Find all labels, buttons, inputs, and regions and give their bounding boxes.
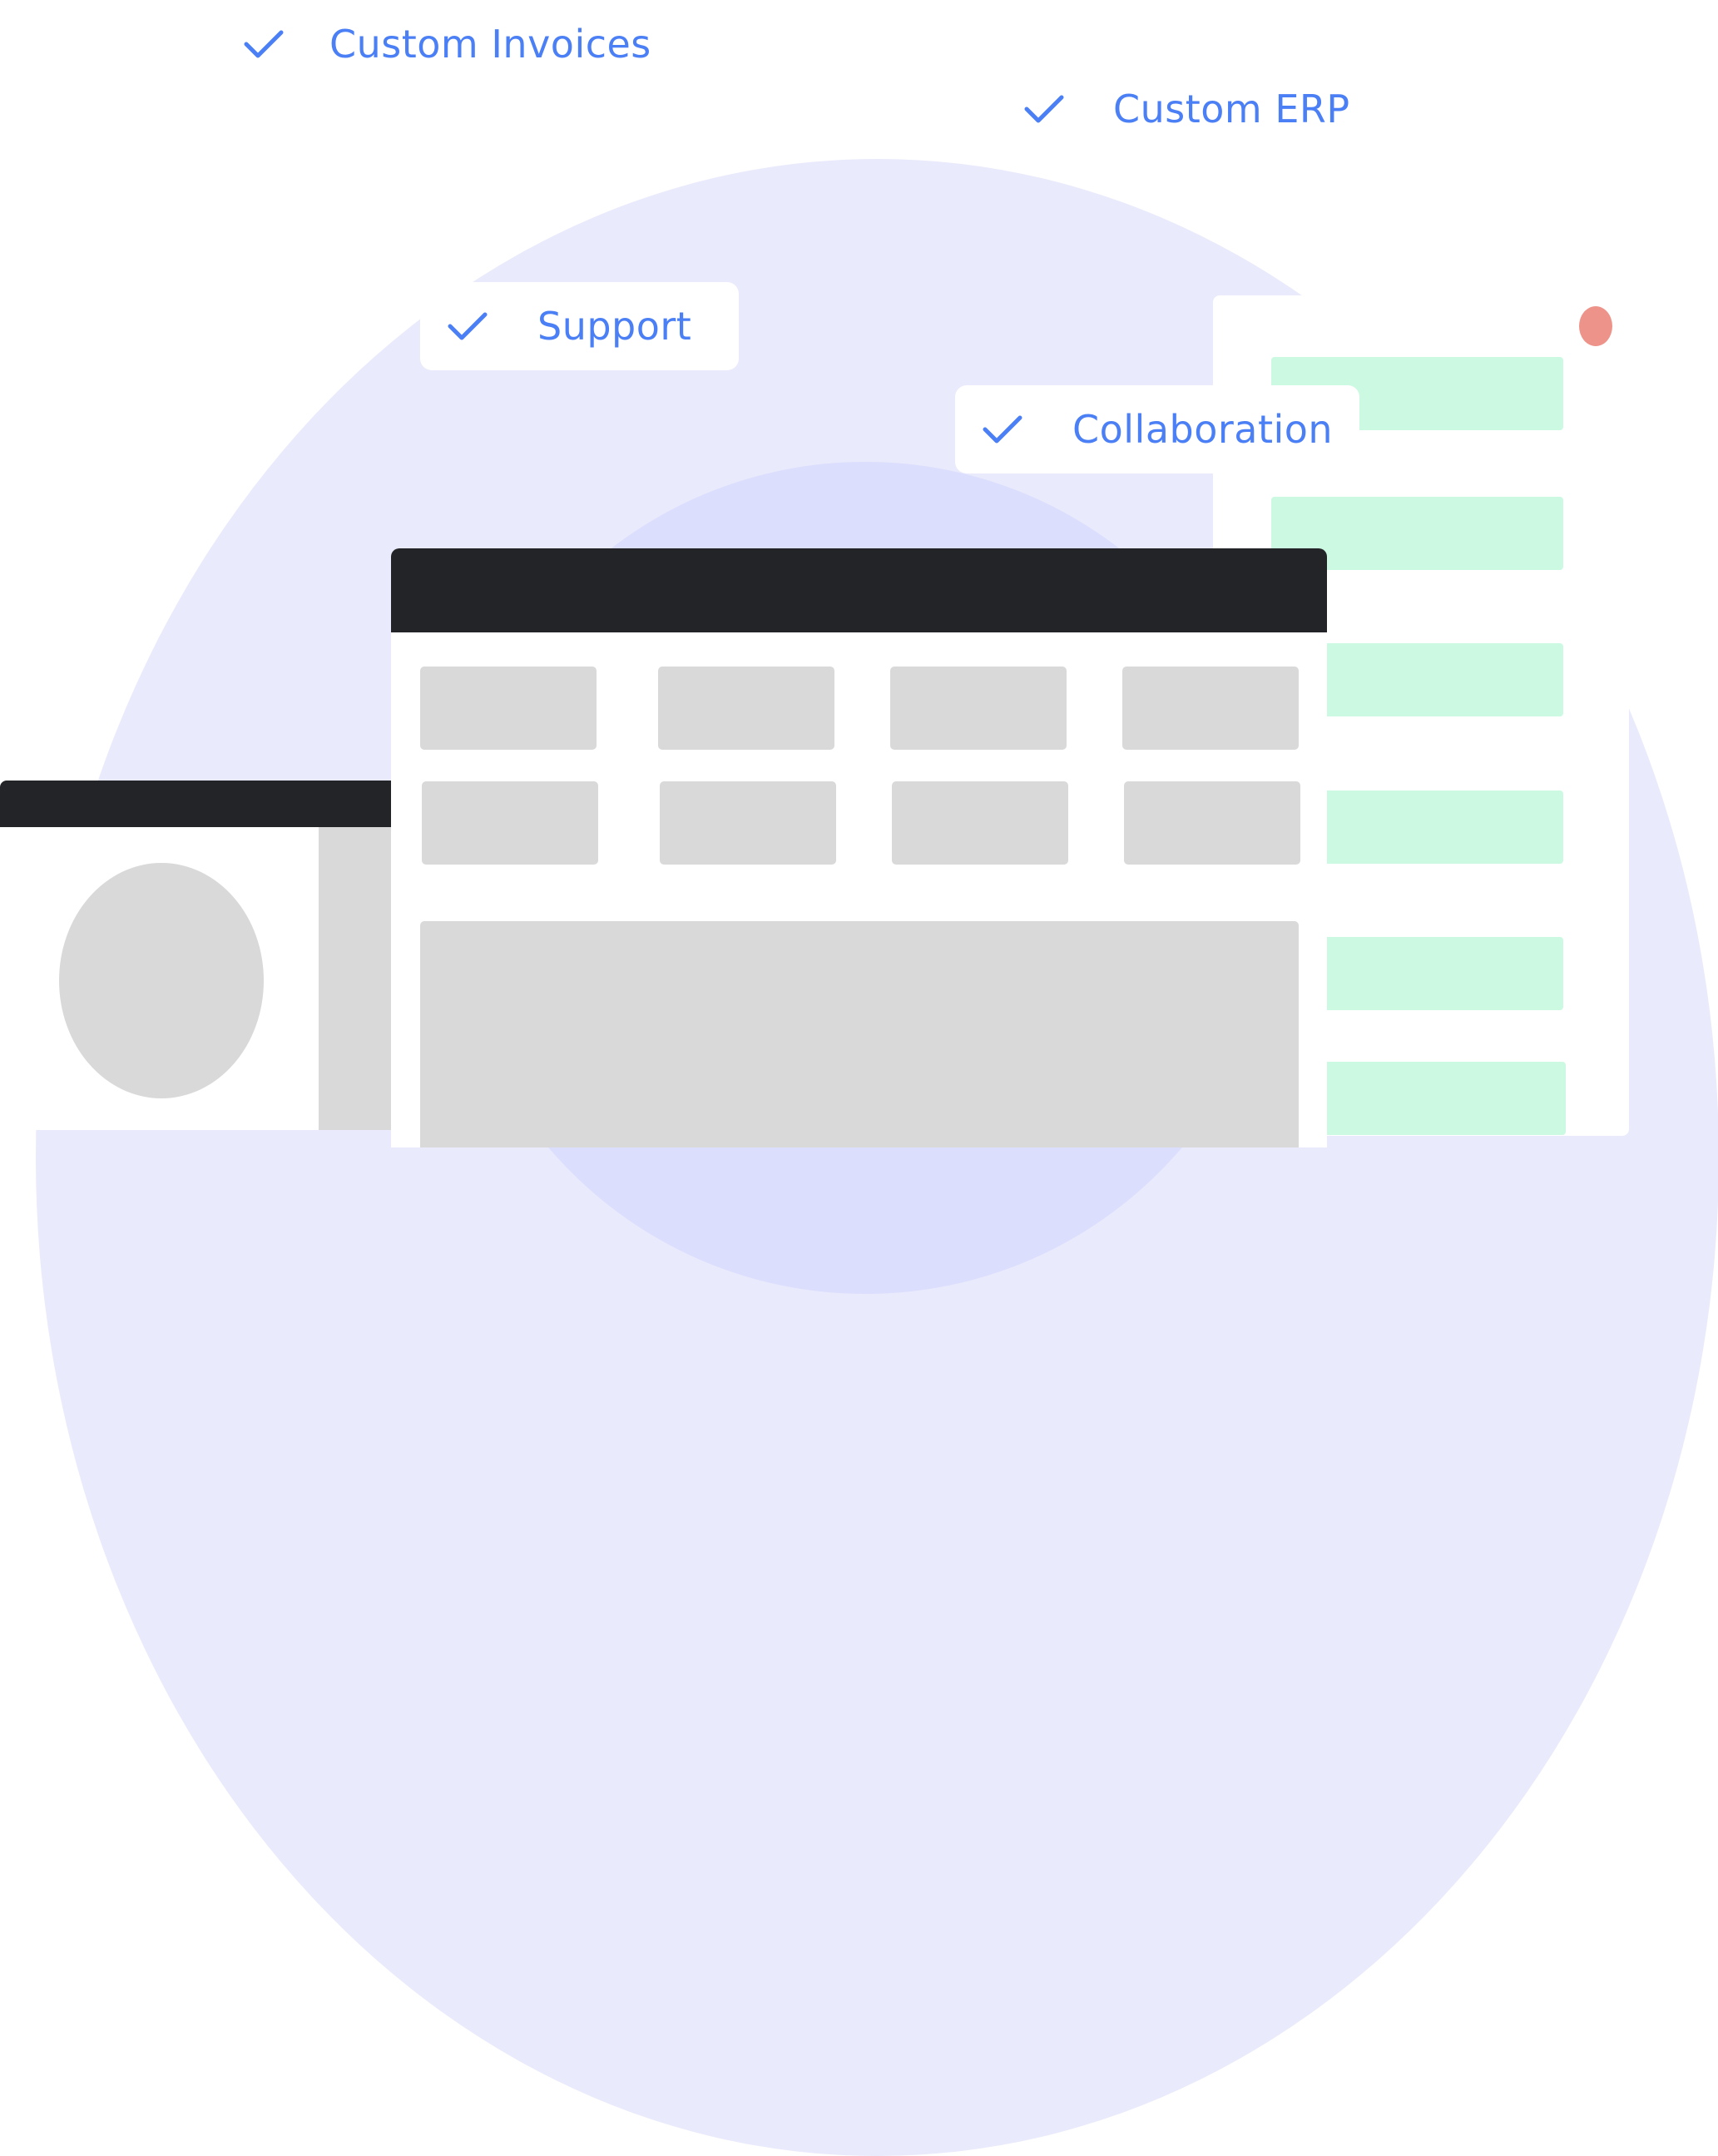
content-placeholder bbox=[420, 921, 1299, 1147]
card-placeholder bbox=[1124, 781, 1300, 865]
feature-tag-support: Support bbox=[420, 282, 739, 370]
card-placeholder bbox=[420, 667, 597, 750]
window-title-bar bbox=[391, 548, 1327, 632]
card-placeholder bbox=[890, 667, 1067, 750]
card-placeholder bbox=[892, 781, 1068, 865]
card-placeholder bbox=[660, 781, 836, 865]
card-placeholder bbox=[422, 781, 598, 865]
secondary-window bbox=[0, 781, 399, 1130]
window-title-bar bbox=[0, 781, 399, 827]
card-placeholder bbox=[658, 667, 834, 750]
feature-tag-custom-invoices: Custom Invoices bbox=[218, 0, 684, 87]
feature-label: Custom Invoices bbox=[329, 21, 651, 67]
check-icon bbox=[980, 411, 1027, 448]
feature-tag-custom-erp: Custom ERP bbox=[998, 65, 1381, 152]
main-window bbox=[391, 548, 1327, 1147]
feature-label: Custom ERP bbox=[1113, 86, 1350, 131]
check-icon bbox=[241, 26, 288, 62]
content-placeholder bbox=[319, 827, 399, 1130]
notification-dot bbox=[1579, 306, 1612, 346]
check-icon bbox=[1022, 91, 1068, 127]
feature-label: Support bbox=[537, 304, 692, 349]
feature-label: Collaboration bbox=[1072, 407, 1334, 452]
check-icon bbox=[445, 308, 492, 344]
feature-tag-collaboration: Collaboration bbox=[955, 385, 1359, 473]
card-placeholder bbox=[1122, 667, 1299, 750]
avatar-placeholder bbox=[59, 863, 264, 1098]
